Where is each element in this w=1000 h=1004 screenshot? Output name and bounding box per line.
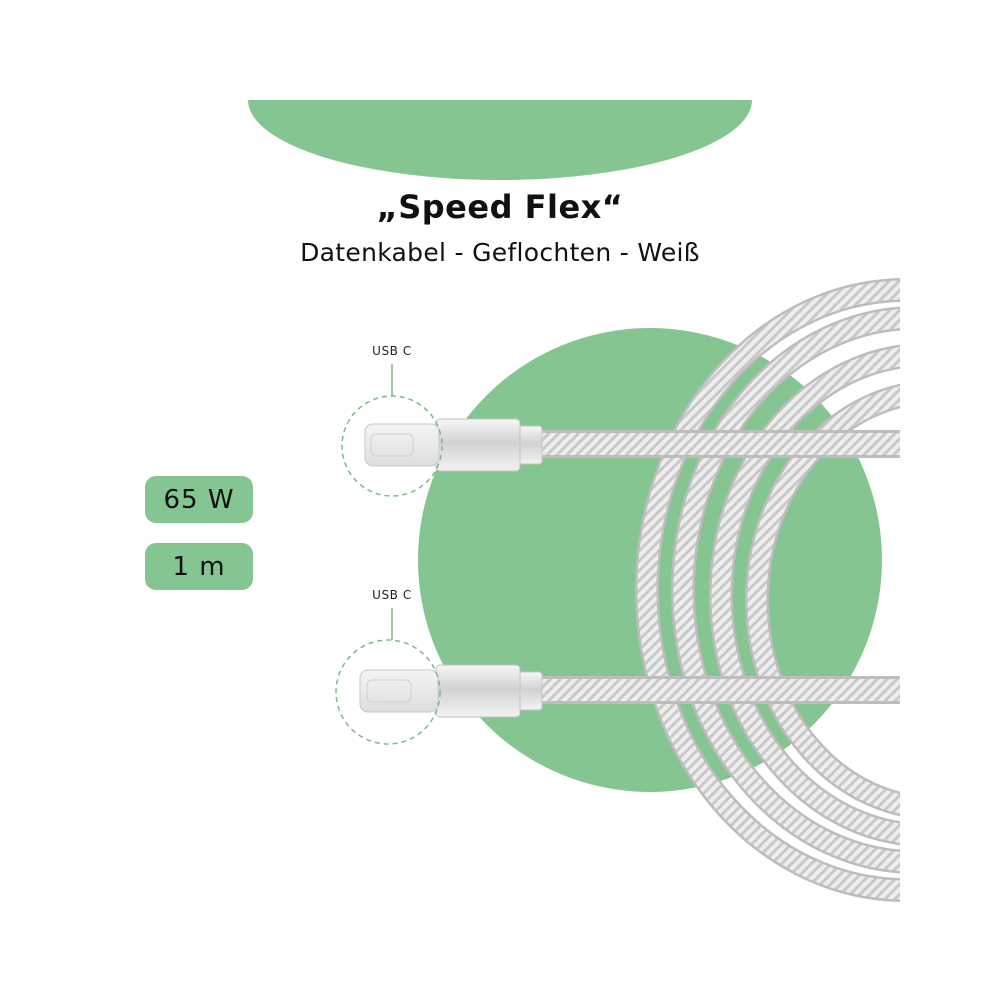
dashed-ring-lower: [335, 639, 441, 745]
connector-label-upper: USB C: [372, 344, 412, 358]
length-badge: 1 m: [145, 543, 253, 590]
product-subtitle: Datenkabel - Geflochten - Weiß: [300, 238, 700, 267]
power-badge: 65 W: [145, 476, 253, 523]
connector-label-lower: USB C: [372, 588, 412, 602]
cable-upper: [540, 430, 900, 458]
product-title: „Speed Flex“: [376, 188, 624, 226]
length-badge-label: 1 m: [172, 551, 226, 582]
usb-c-connector-upper: [364, 418, 543, 472]
top-green-arc: [248, 100, 752, 180]
power-badge-label: 65 W: [163, 484, 235, 515]
usb-c-connector-lower: [359, 664, 543, 718]
cable-lower: [540, 676, 900, 704]
cable-coil: [635, 278, 900, 902]
